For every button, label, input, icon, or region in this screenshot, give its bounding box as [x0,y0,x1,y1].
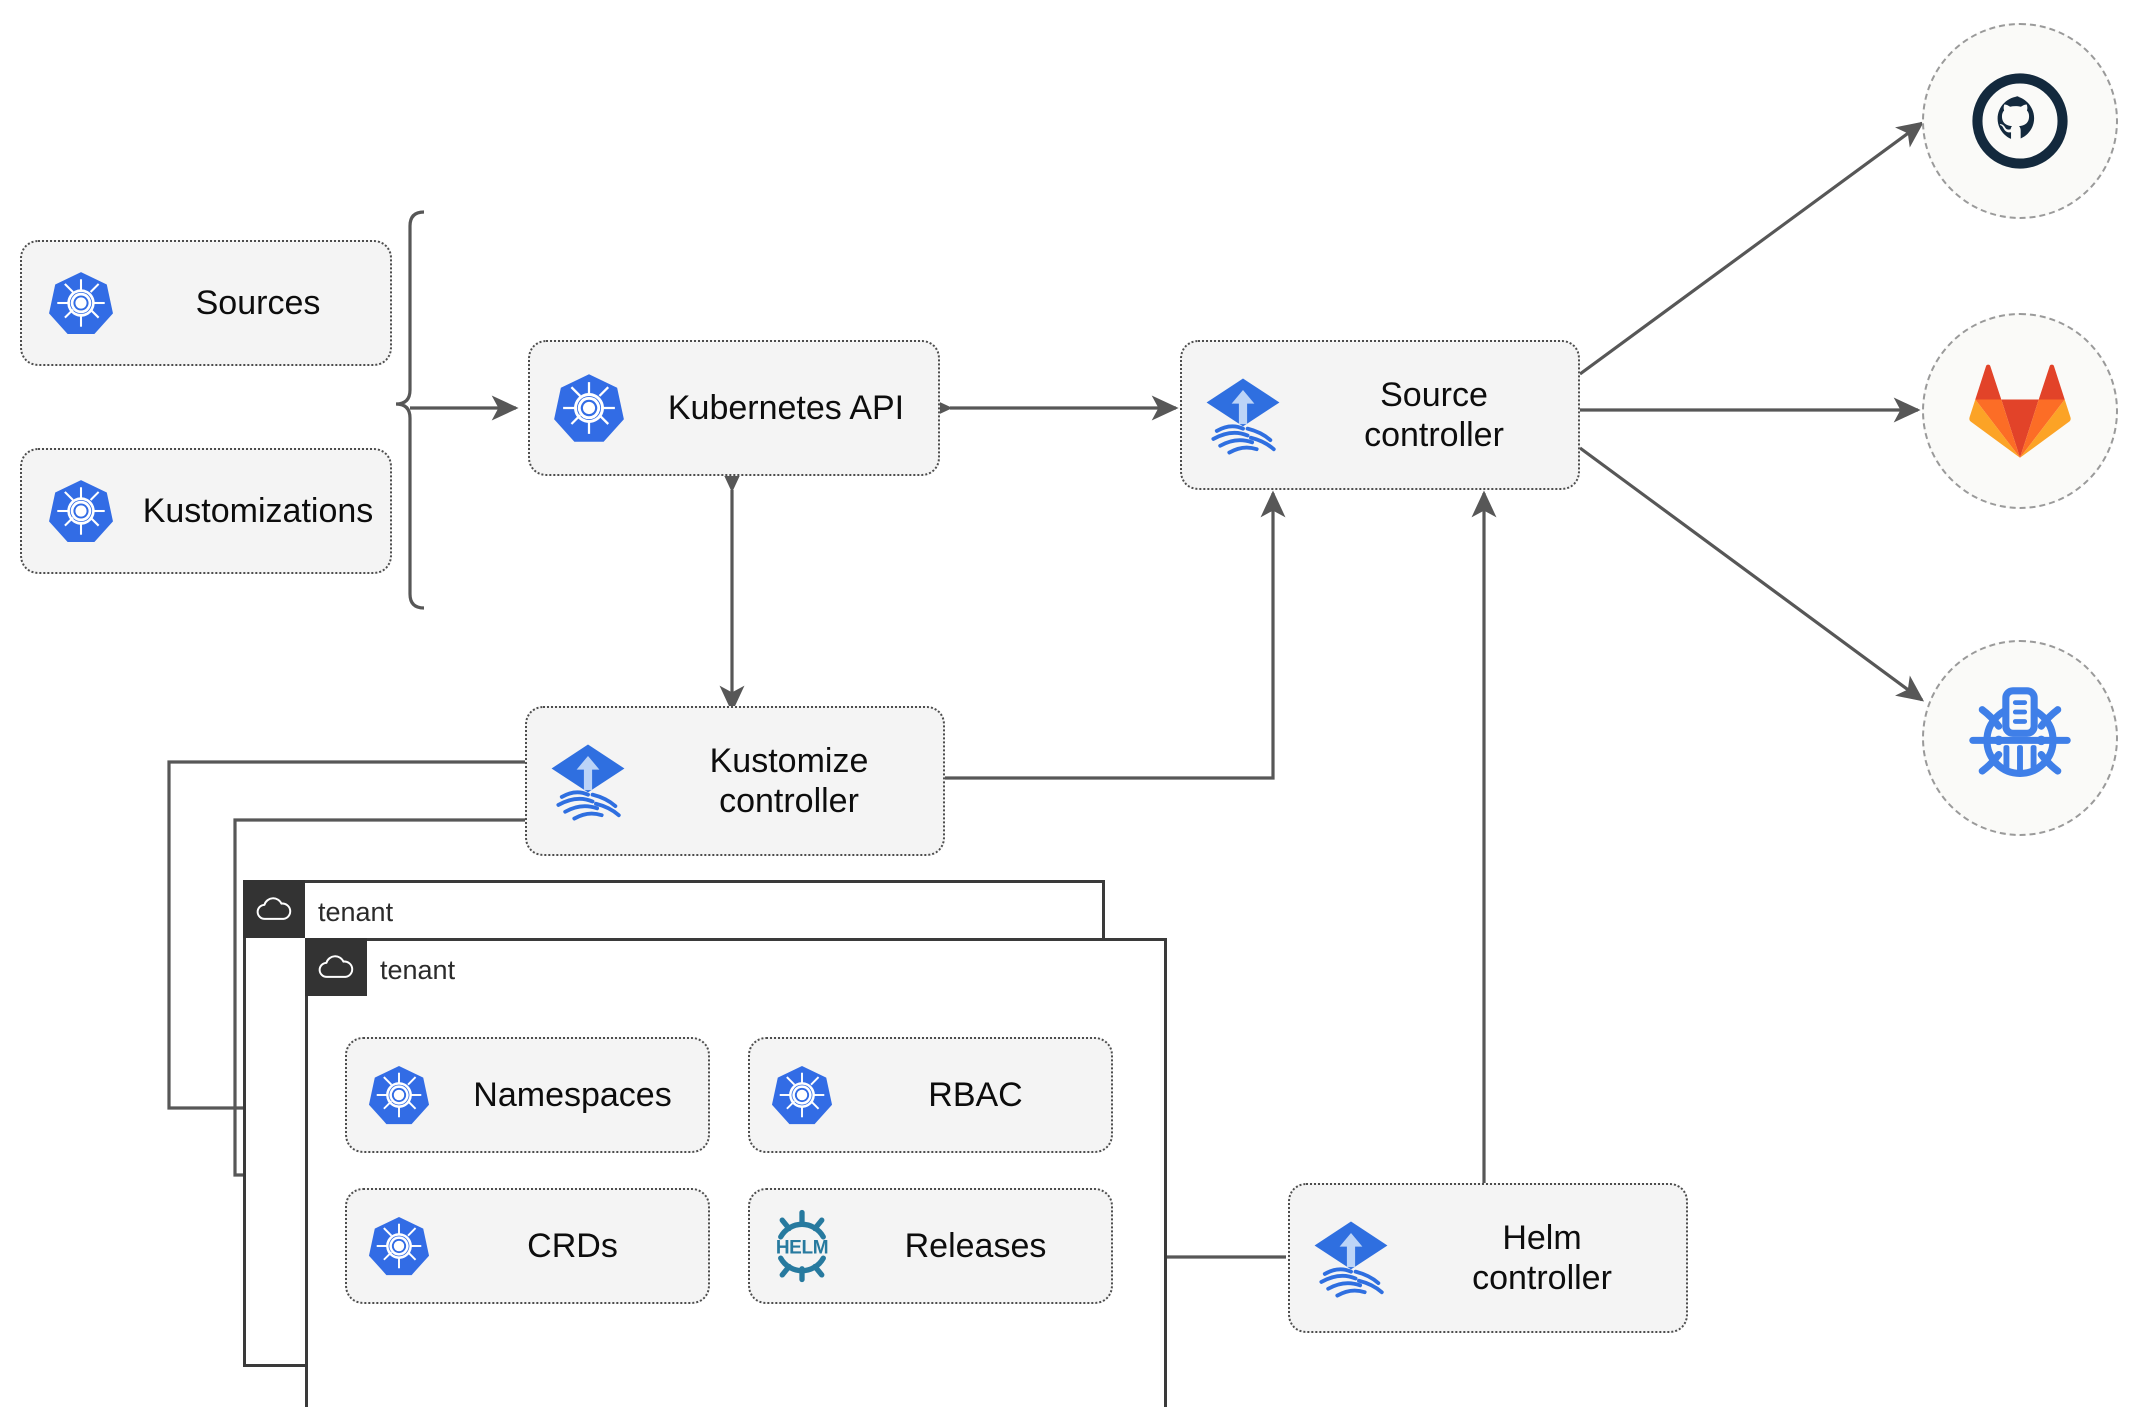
flux-icon [1182,374,1304,456]
gitlab-icon [1969,364,2071,458]
edge-source-to-helmrepo [1579,446,1925,702]
provider-github[interactable] [1922,23,2118,219]
card-kustomizations[interactable]: Kustomizations [20,448,392,574]
card-label: Kustomizations [142,491,374,530]
flux-icon [1290,1217,1412,1299]
card-rbac[interactable]: RBAC [748,1037,1113,1153]
kubernetes-icon [347,1064,451,1126]
card-releases[interactable]: HELM Releases [748,1188,1113,1304]
edge-kustomize-to-source [945,490,1286,780]
card-sources[interactable]: Sources [20,240,392,366]
github-icon [1972,73,2068,169]
kubernetes-icon [750,1064,854,1126]
kubernetes-icon [22,478,140,544]
card-kubernetes-api[interactable]: Kubernetes API [528,340,940,476]
helm-icon: HELM [750,1208,854,1284]
card-label: Releases [904,1226,1047,1265]
card-label: CRDs [527,1226,618,1265]
tenant-container-front[interactable]: tenant [305,938,1167,1407]
card-helm-controller[interactable]: Helm controller [1288,1183,1688,1333]
card-crds[interactable]: CRDs [345,1188,710,1304]
kubernetes-icon [347,1215,451,1277]
tenant-tab [305,938,367,996]
tenant-label: tenant [318,896,394,927]
card-label: Source controller [1364,375,1504,454]
tenant-label: tenant [380,954,456,985]
card-label: Sources [195,283,321,322]
provider-helm-repository[interactable] [1922,640,2118,836]
card-label: Helm controller [1472,1218,1612,1297]
group-bracket [395,210,425,610]
card-label: Kustomize controller [709,741,869,820]
svg-text:HELM: HELM [776,1238,828,1259]
cloud-icon [318,955,354,978]
tenant-tab [243,880,305,938]
cloud-icon [256,897,292,920]
kubernetes-icon [22,270,140,336]
edge-source-to-github [1579,121,1925,376]
helm-repository-icon [1969,687,2071,777]
card-label: Namespaces [473,1075,672,1114]
card-kustomize-controller[interactable]: Kustomize controller [525,706,945,856]
card-source-controller[interactable]: Source controller [1180,340,1580,490]
provider-gitlab[interactable] [1922,313,2118,509]
card-label: RBAC [928,1075,1023,1114]
kubernetes-icon [530,372,648,444]
flux-icon [527,740,649,822]
card-label: Kubernetes API [667,388,905,427]
card-namespaces[interactable]: Namespaces [345,1037,710,1153]
